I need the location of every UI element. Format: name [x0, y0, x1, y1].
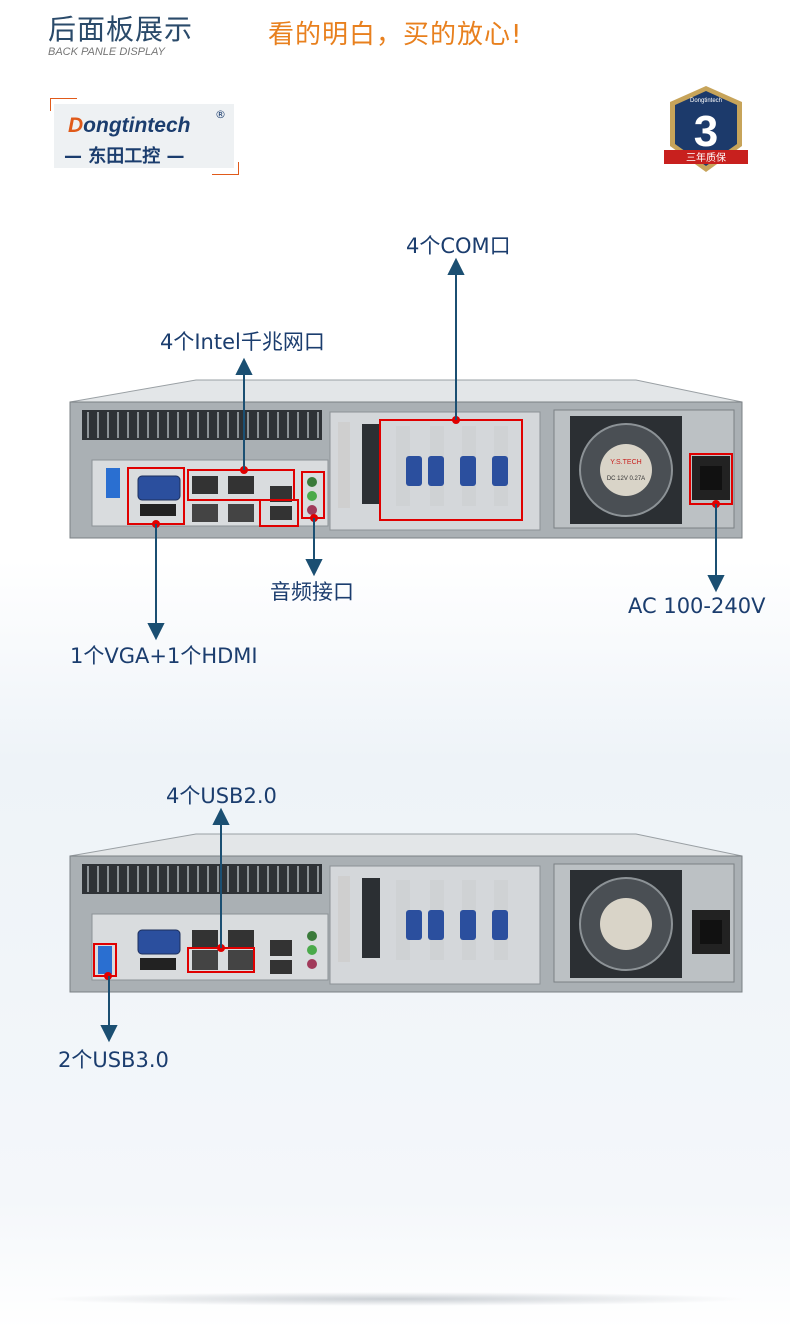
- arrow-head-lan: [235, 357, 253, 375]
- brand-wordmark: Dongtintech: [68, 114, 191, 137]
- psu-fan-brand: Y.S.TECH: [610, 459, 641, 466]
- brand-logo: Dongtintech ® — 东田工控 —: [54, 104, 234, 168]
- arrow-head-audio: [305, 559, 323, 577]
- label-com: 4个COM口: [406, 234, 511, 258]
- label-ac: AC 100-240V: [628, 594, 766, 618]
- label-usb2: 4个USB2.0: [166, 784, 277, 808]
- brand-cn-name: — 东田工控 —: [64, 146, 185, 167]
- arrow-head-usb3: [100, 1025, 118, 1043]
- page-title: 后面板展示: [48, 13, 194, 46]
- logo-corner-bottom-right: [212, 162, 239, 175]
- page-subtitle: BACK PANLE DISPLAY: [48, 46, 165, 58]
- floor-shadow: [40, 1292, 750, 1306]
- registered-mark: ®: [215, 108, 226, 121]
- label-vga-hdmi: 1个VGA+1个HDMI: [70, 644, 258, 668]
- arrow-head-usb2: [212, 807, 230, 825]
- badge-top-text: Dongtintech: [690, 98, 722, 104]
- badge-number: 3: [694, 107, 718, 156]
- logo-corner-top-left: [50, 98, 77, 111]
- psu-fan-spec: DC 12V 0.27A: [607, 476, 645, 482]
- warranty-badge: Dongtintech 3 三年质保: [664, 86, 748, 172]
- highlight-ac: [689, 453, 733, 505]
- callout-arrows-1: [147, 257, 725, 641]
- highlight-com: [379, 419, 523, 521]
- label-lan: 4个Intel千兆网口: [160, 330, 325, 354]
- arrow-head-ac: [707, 575, 725, 593]
- label-audio: 音频接口: [270, 580, 354, 604]
- arrow-head-com: [447, 257, 465, 275]
- badge-text: 三年质保: [686, 151, 726, 164]
- callout-arrows-2: [100, 807, 230, 1043]
- server-rear-panel-2: [69, 833, 743, 993]
- arrow-head-vga: [147, 623, 165, 641]
- server-rear-panel-1: Y.S.TECH DC 12V 0.27A: [69, 379, 743, 539]
- highlight-lan-bottom: [259, 499, 299, 527]
- label-usb3: 2个USB3.0: [58, 1048, 169, 1072]
- slogan: 看的明白，买的放心!: [268, 20, 523, 50]
